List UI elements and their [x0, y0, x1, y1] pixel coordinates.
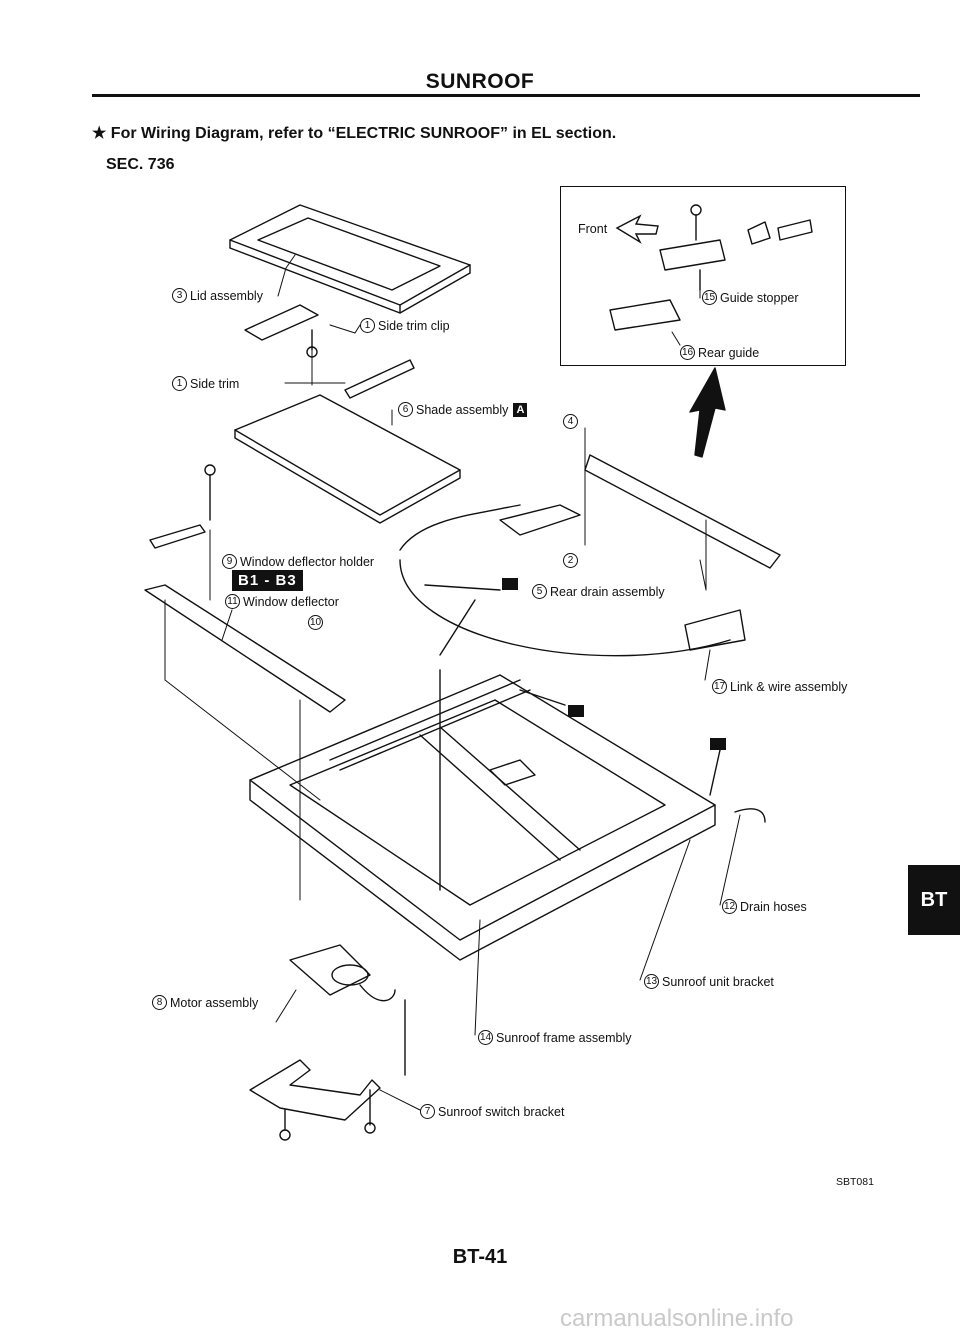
motor-assembly-drawing — [289, 944, 406, 1076]
section-number: SEC. 736 — [106, 156, 175, 173]
drain-hose-drawing — [734, 808, 766, 823]
page-title: SUNROOF — [425, 70, 535, 93]
sunroof-frame-drawing — [249, 669, 716, 961]
rear-drain-drawing — [399, 454, 781, 657]
window-deflector-drawing — [144, 464, 346, 713]
page-number: BT-41 — [452, 1246, 508, 1268]
part-label-4: 4 — [563, 414, 581, 429]
reference-box-b1-b3: B1 - B3 — [232, 570, 303, 591]
figure-code: SBT081 — [836, 1176, 874, 1188]
title-rule — [92, 94, 920, 97]
inset-front-label: Front — [578, 222, 608, 236]
inset-detail-box — [560, 186, 846, 366]
part-label-2: 2 — [563, 553, 581, 568]
shade-assembly-drawing — [234, 394, 461, 524]
wiring-note: ★ For Wiring Diagram, refer to “ELECTRIC… — [92, 125, 617, 142]
switch-bracket-drawing — [249, 1059, 381, 1141]
leader-lines — [164, 254, 741, 1111]
lid-assembly-drawing — [229, 204, 471, 314]
inset-arrow — [689, 367, 726, 458]
front-arrow-icon — [615, 214, 659, 244]
watermark: carmanualsonline.info — [560, 1305, 794, 1332]
section-side-tab: BT — [908, 865, 960, 935]
part-label-10: 10 — [308, 615, 326, 630]
reference-badges — [502, 578, 726, 750]
